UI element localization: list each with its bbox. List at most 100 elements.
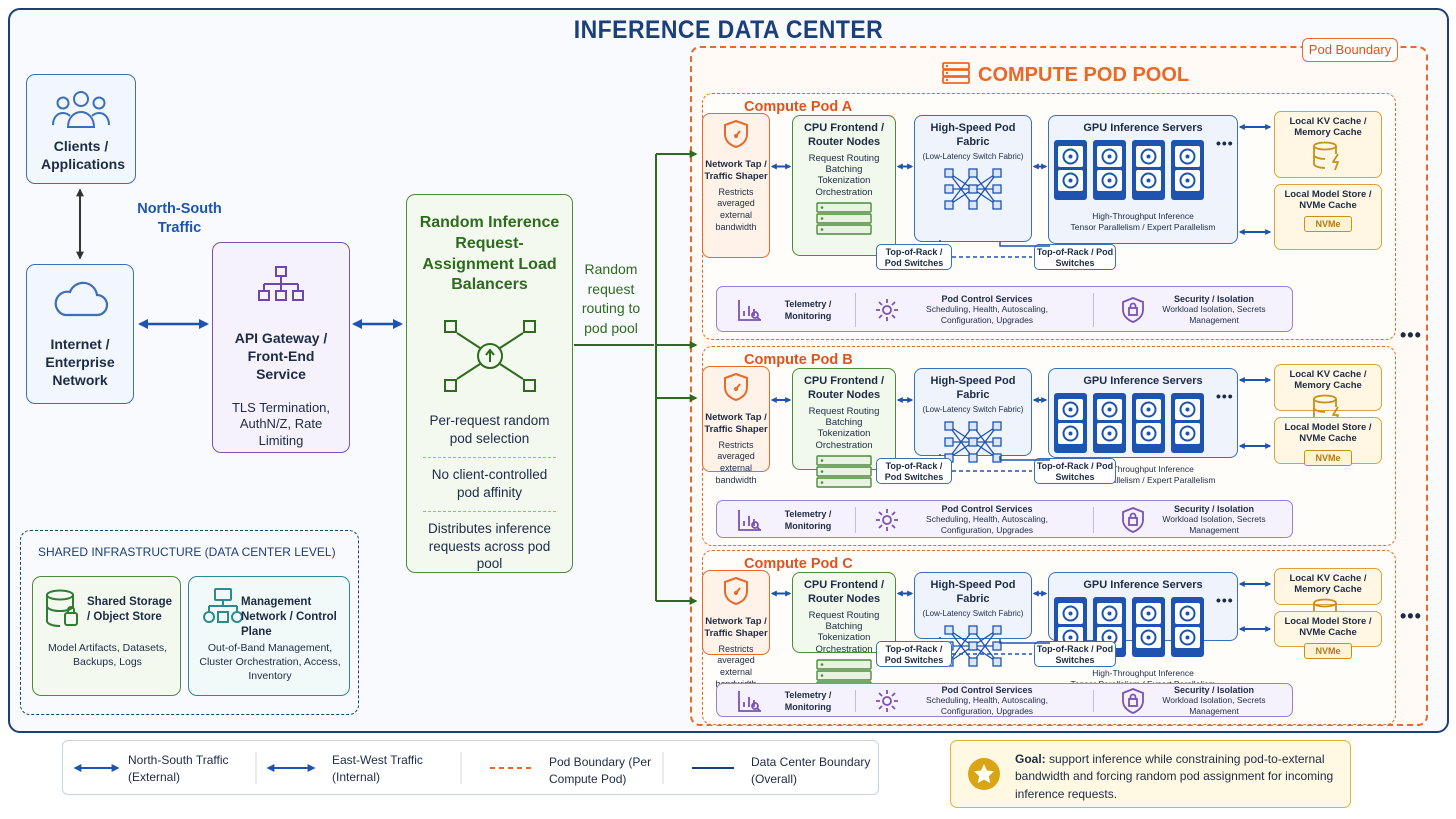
fabric-title: High-Speed Pod Fabric [930, 375, 1016, 401]
gpu-desc-throughput: High-Throughput Inference [1092, 464, 1194, 474]
north-south-label: North-South Traffic [137, 201, 222, 236]
switch-fabric-icon [944, 420, 1002, 463]
security-shield-icon [1122, 297, 1144, 323]
switch-fabric-icon [944, 624, 1002, 667]
legend-east-west: East-West Traffic (Internal) [332, 753, 423, 784]
pod-fabric-box: High-Speed Pod Fabric (Low-Latency Switch… [914, 572, 1032, 667]
more-gpus-indicator: ••• [1216, 592, 1234, 608]
hierarchy-icon [258, 266, 304, 301]
pod-fabric-box: High-Speed Pod Fabric (Low-Latency Switch… [914, 368, 1032, 463]
internet-box: Internet / Enterprise Network [26, 264, 134, 404]
kv-cache-box: Local KV Cache / Memory Cache [1274, 364, 1382, 424]
control-title: Pod Control Services [941, 504, 1033, 514]
shared-storage-title: Shared Storage / Object Store [87, 596, 172, 623]
tor-switch-box: Top-of-Rack / Pod Switches [876, 458, 952, 484]
legend [62, 740, 879, 795]
kv-cache-box: Local KV Cache / Memory Cache [1274, 568, 1382, 628]
shield-gauge-icon [724, 372, 748, 402]
lb-item-distribution: Distributes inference requests across po… [427, 521, 552, 572]
goal-box: Goal: support inference while constraini… [950, 740, 1351, 808]
api-gateway-details: TLS Termination, AuthN/Z, Rate Limiting [231, 399, 331, 449]
gpu-title: GPU Inference Servers [1083, 375, 1203, 387]
gpu-desc-parallelism: Tensor Parallelism / Expert Parallelism [1070, 474, 1216, 485]
shared-storage-desc: Model Artifacts, Datasets, Backups, Logs [47, 642, 168, 669]
shared-storage-box: Shared Storage / Object Store Model Arti… [32, 576, 181, 696]
security-shield-icon [1122, 507, 1144, 533]
shield-gauge-icon [724, 119, 748, 149]
lb-divider [423, 511, 556, 513]
server-stack-icon [816, 202, 872, 235]
cpu-description: Request Routing Batching Tokenization Or… [808, 405, 880, 451]
random-routing-icon [443, 320, 536, 393]
telemetry-icon [738, 691, 761, 712]
pod-title: Compute Pod B [744, 352, 853, 368]
nvme-icon: NVMe [1304, 216, 1352, 233]
telemetry-label: Telemetry / Monitoring [784, 509, 832, 531]
divider [855, 690, 856, 712]
api-gateway-title: API Gateway / Front-End Service [234, 330, 328, 383]
divider [855, 507, 856, 533]
tap-title: Network Tap / Traffic Shaper [704, 412, 768, 435]
more-pods-indicator: ••• [1400, 325, 1422, 345]
shield-gauge-icon [724, 576, 748, 606]
control-title: Pod Control Services [941, 685, 1033, 695]
cloud-icon [54, 281, 109, 317]
model-store-title: Local Model Store / NVMe Cache [1284, 188, 1372, 211]
fabric-description: (Low-Latency Switch Fabric) [922, 151, 1024, 161]
tor-switch-box: Top-of-Rack / Pod Switches [1034, 641, 1116, 667]
gear-icon [876, 690, 898, 712]
nvme-icon: NVMe [1304, 643, 1352, 660]
clients-label: Clients / Applications [41, 138, 126, 173]
pod-title: Compute Pod A [744, 99, 853, 115]
gpu-server-icon [1054, 393, 1204, 453]
kv-cache-title: Local KV Cache / Memory Cache [1289, 369, 1367, 392]
tap-description: Restricts averaged external bandwidth [715, 186, 757, 232]
divider [855, 293, 856, 327]
fabric-title: High-Speed Pod Fabric [930, 122, 1016, 148]
page-title: INFERENCE DATA CENTER [573, 16, 884, 44]
control-title: Pod Control Services [941, 294, 1033, 304]
divider [1093, 293, 1094, 327]
security-description: Workload Isolation, Secrets Management [1162, 514, 1266, 535]
telemetry-icon [738, 300, 761, 321]
goal-label: Goal: [1015, 752, 1046, 766]
telemetry-label: Telemetry / Monitoring [784, 299, 832, 321]
fabric-description: (Low-Latency Switch Fabric) [922, 404, 1024, 414]
more-pods-indicator: ••• [1400, 606, 1422, 626]
mgmt-network-desc: Out-of-Band Management, Cluster Orchestr… [199, 642, 341, 683]
cache-db-icon [1313, 141, 1339, 171]
server-rack-icon [942, 62, 970, 84]
users-icon [52, 91, 110, 128]
lb-item-no-affinity: No client-controlled pod affinity [431, 467, 548, 500]
mgmt-network-title: Management Network / Control Plane [241, 596, 337, 638]
security-title: Security / Isolation [1173, 294, 1255, 304]
cpu-title: CPU Frontend / Router Nodes [803, 579, 885, 605]
fabric-description: (Low-Latency Switch Fabric) [922, 608, 1024, 618]
pod-fabric-box: High-Speed Pod Fabric (Low-Latency Switch… [914, 115, 1032, 242]
divider [1093, 507, 1094, 533]
gpu-server-icon [1054, 140, 1204, 200]
more-gpus-indicator: ••• [1216, 388, 1234, 404]
gear-icon [876, 509, 898, 531]
fabric-title: High-Speed Pod Fabric [930, 579, 1016, 605]
cpu-title: CPU Frontend / Router Nodes [803, 122, 885, 148]
management-network-box: Management Network / Control Plane Out-o… [188, 576, 350, 696]
cpu-description: Request Routing Batching Tokenization Or… [808, 152, 880, 198]
tap-title: Network Tap / Traffic Shaper [704, 616, 768, 639]
legend-pod-boundary: Pod Boundary (Per Compute Pod) [549, 755, 652, 786]
gpu-desc-parallelism: Tensor Parallelism / Expert Parallelism [1070, 221, 1216, 232]
shared-infra-title: SHARED INFRASTRUCTURE (DATA CENTER LEVEL… [38, 545, 336, 559]
kv-cache-box: Local KV Cache / Memory Cache [1274, 111, 1382, 178]
kv-cache-title: Local KV Cache / Memory Cache [1289, 116, 1367, 139]
network-icon [203, 588, 243, 623]
pod-boundary-tag: Pod Boundary [1302, 38, 1398, 62]
gpu-desc-throughput: High-Throughput Inference [1092, 668, 1194, 678]
